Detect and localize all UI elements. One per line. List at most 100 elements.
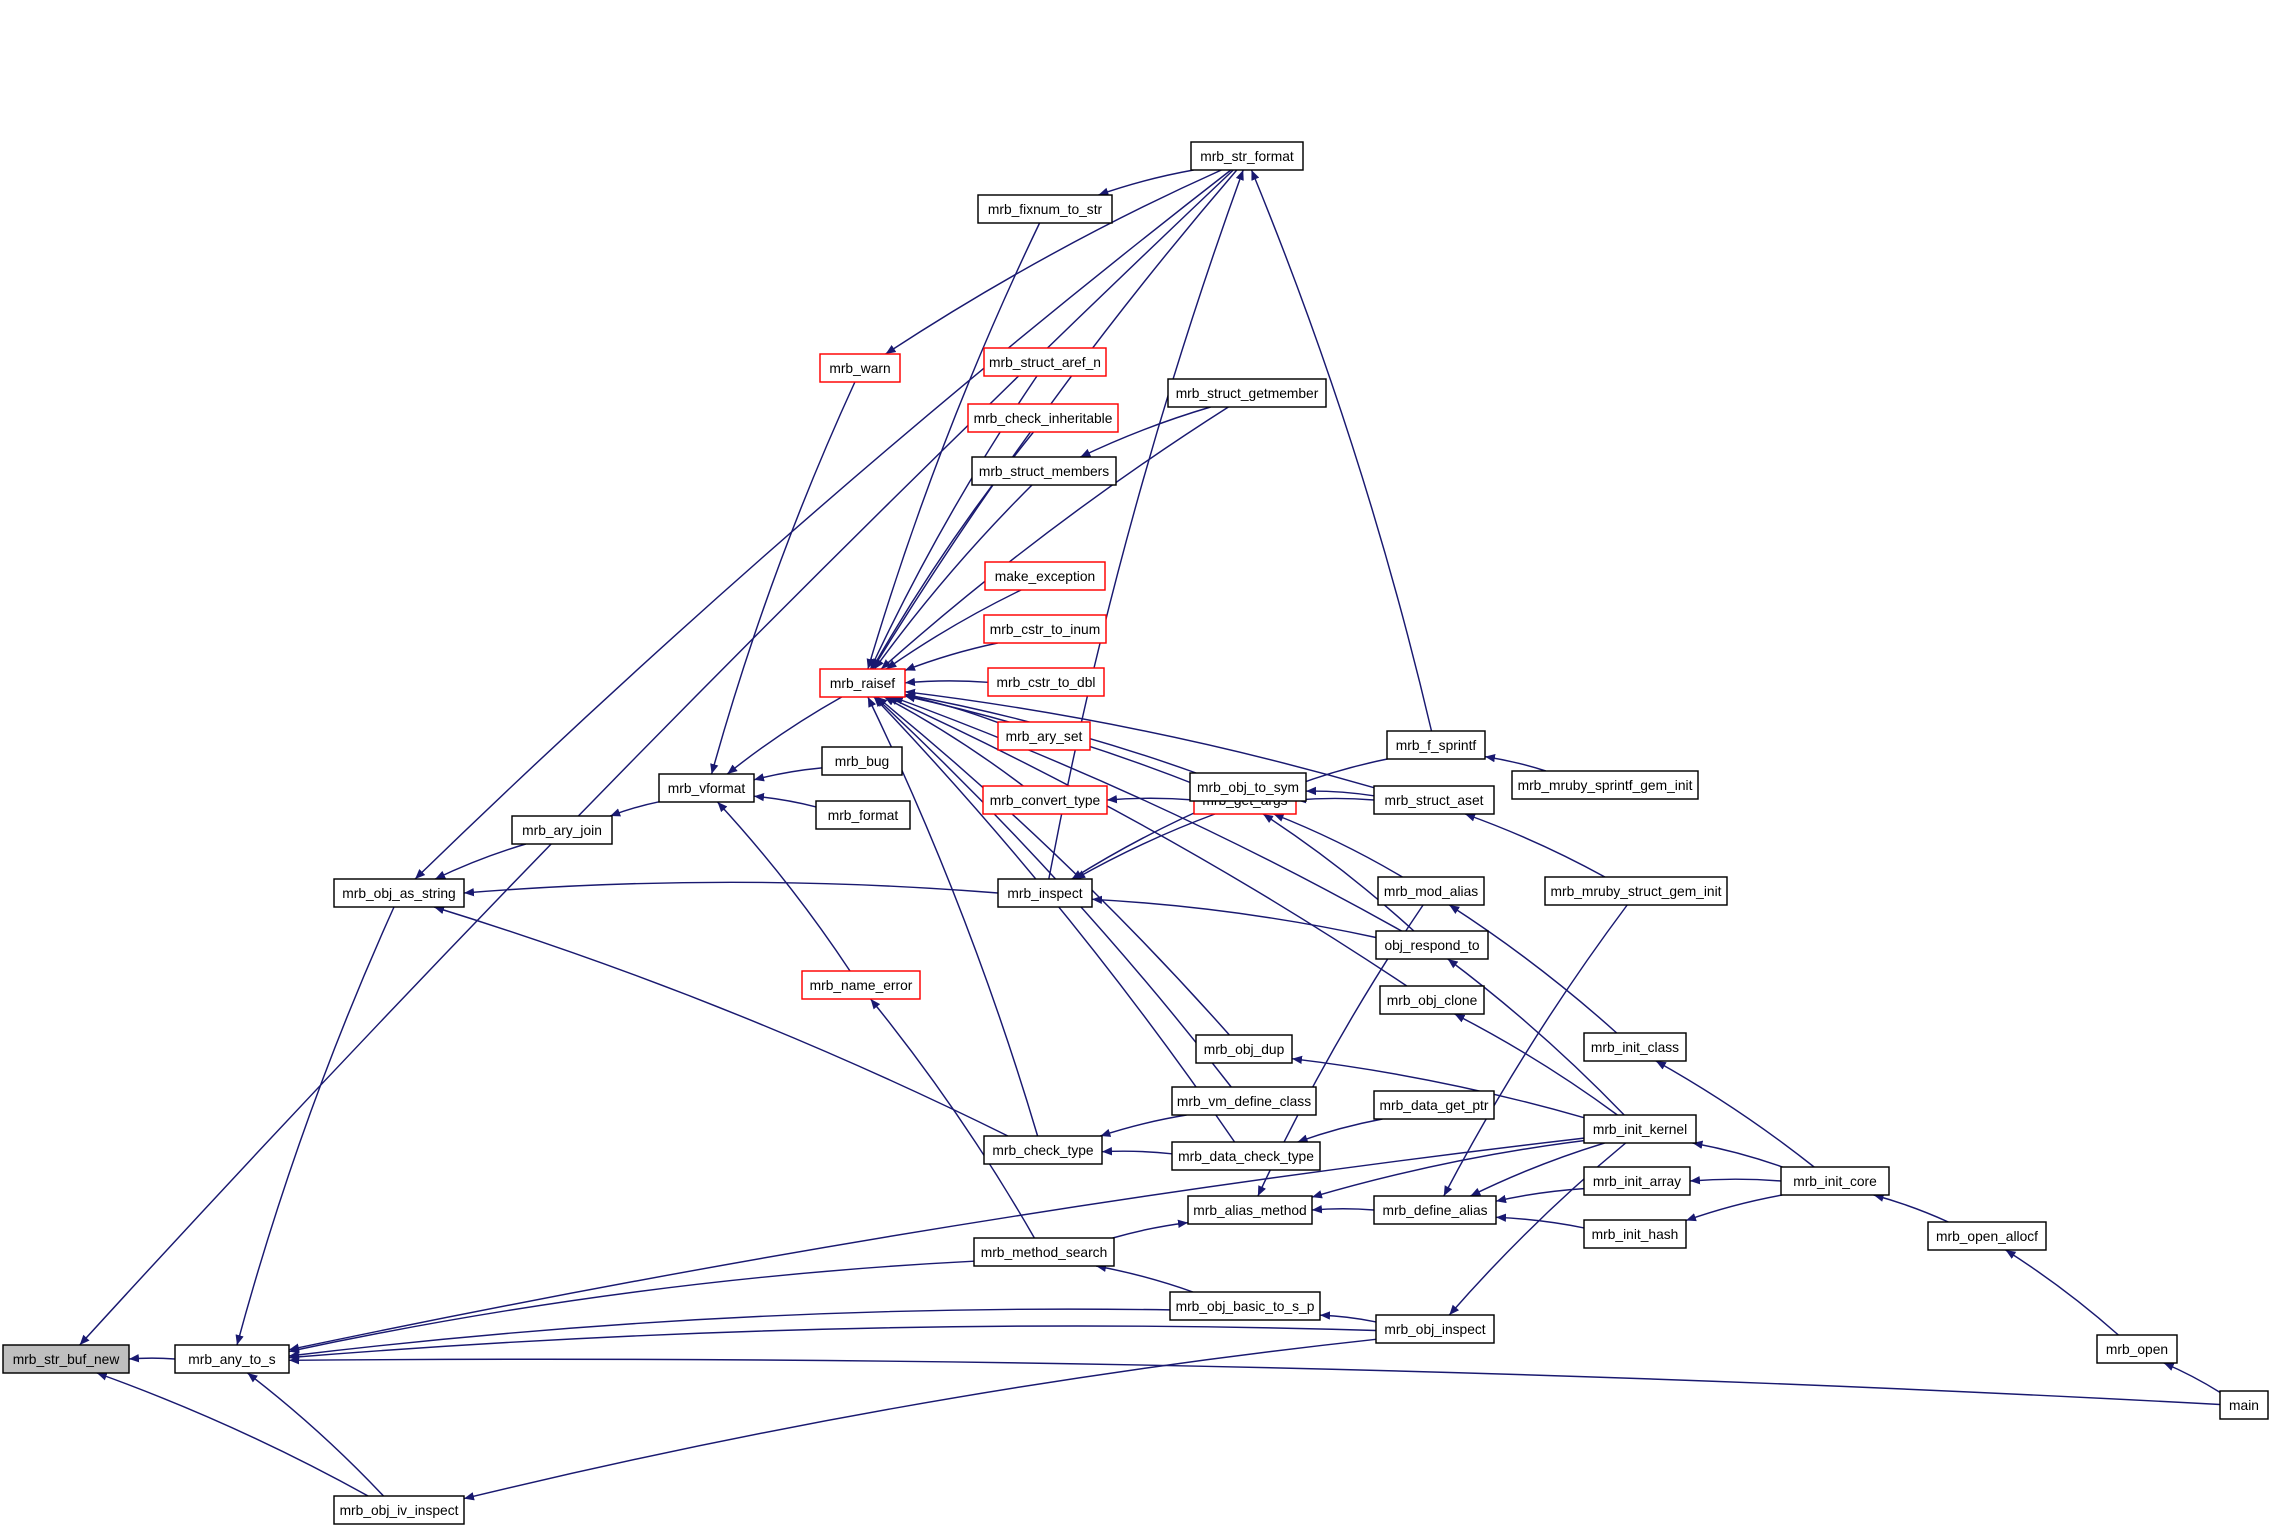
edge-obj_respond_to-to-mrb_raisef bbox=[892, 696, 1402, 932]
edge-mrb_init_core-to-mrb_init_hash bbox=[1685, 1194, 1783, 1222]
node-mrb_struct_aref_n[interactable]: mrb_struct_aref_n bbox=[983, 347, 1107, 377]
edge-mrb_check_type-to-mrb_obj_as_string bbox=[433, 905, 1009, 1137]
node-mrb_cstr_to_inum[interactable]: mrb_cstr_to_inum bbox=[983, 614, 1107, 644]
node-box bbox=[1780, 1166, 1890, 1196]
node-box bbox=[1583, 1219, 1687, 1249]
node-mrb_init_class[interactable]: mrb_init_class bbox=[1583, 1032, 1687, 1062]
node-mrb_data_check_type[interactable]: mrb_data_check_type bbox=[1171, 1141, 1321, 1171]
edge-mrb_cstr_to_inum-to-mrb_raisef bbox=[904, 642, 998, 672]
node-mrb_check_inheritable[interactable]: mrb_check_inheritable bbox=[967, 403, 1119, 433]
node-label: mrb_define_alias bbox=[1382, 1203, 1487, 1218]
node-mrb_struct_members[interactable]: mrb_struct_members bbox=[971, 456, 1117, 486]
node-box bbox=[997, 721, 1091, 751]
node-mrb_open_allocf[interactable]: mrb_open_allocf bbox=[1927, 1221, 2047, 1251]
node-mrb_str_buf_new[interactable]: mrb_str_buf_new bbox=[2, 1344, 130, 1374]
node-box bbox=[2096, 1334, 2178, 1364]
node-mrb_obj_as_string[interactable]: mrb_obj_as_string bbox=[333, 878, 465, 908]
node-mrb_data_get_ptr[interactable]: mrb_data_get_ptr bbox=[1373, 1090, 1495, 1120]
node-label: mrb_mod_alias bbox=[1384, 884, 1478, 899]
node-box bbox=[987, 667, 1105, 697]
node-label: obj_respond_to bbox=[1384, 938, 1479, 953]
node-mrb_mruby_sprintf_gem_init[interactable]: mrb_mruby_sprintf_gem_init bbox=[1511, 770, 1699, 800]
node-label: mrb_bug bbox=[835, 754, 889, 769]
edge-mrb_obj_iv_inspect-to-mrb_any_to_s bbox=[247, 1372, 385, 1497]
node-mrb_ary_join[interactable]: mrb_ary_join bbox=[511, 815, 613, 845]
node-mrb_alias_method[interactable]: mrb_alias_method bbox=[1187, 1195, 1313, 1225]
node-box bbox=[1583, 1032, 1687, 1062]
node-mrb_define_alias[interactable]: mrb_define_alias bbox=[1373, 1195, 1497, 1225]
node-box bbox=[1377, 876, 1485, 906]
node-box bbox=[1171, 1141, 1321, 1171]
edge-mrb_init_kernel-to-mrb_alias_method bbox=[1311, 1139, 1585, 1199]
node-mrb_name_error[interactable]: mrb_name_error bbox=[801, 970, 921, 1000]
node-label: mrb_data_check_type bbox=[1178, 1149, 1314, 1164]
edge-mrb_init_kernel-to-mrb_obj_clone bbox=[1454, 1013, 1618, 1116]
node-mrb_mruby_struct_gem_init[interactable]: mrb_mruby_struct_gem_init bbox=[1544, 876, 1728, 906]
edge-mrb_init_kernel-to-obj_respond_to bbox=[1447, 958, 1625, 1116]
node-mrb_vm_define_class[interactable]: mrb_vm_define_class bbox=[1171, 1086, 1317, 1116]
node-mrb_init_array[interactable]: mrb_init_array bbox=[1583, 1166, 1691, 1196]
node-mrb_obj_dup[interactable]: mrb_obj_dup bbox=[1195, 1034, 1293, 1064]
node-mrb_str_format[interactable]: mrb_str_format bbox=[1190, 141, 1304, 171]
node-mrb_fixnum_to_str[interactable]: mrb_fixnum_to_str bbox=[977, 194, 1113, 224]
edge-mrb_data_check_type-to-mrb_raisef bbox=[873, 696, 1236, 1143]
node-mrb_obj_inspect[interactable]: mrb_obj_inspect bbox=[1375, 1314, 1495, 1344]
edge-mrb_format-to-mrb_vformat bbox=[753, 792, 817, 808]
node-mrb_struct_getmember[interactable]: mrb_struct_getmember bbox=[1167, 378, 1327, 408]
node-box bbox=[2, 1344, 130, 1374]
edge-mrb_get_args-to-mrb_convert_type bbox=[1106, 795, 1195, 804]
node-mrb_bug[interactable]: mrb_bug bbox=[821, 746, 903, 776]
node-box bbox=[1167, 378, 1327, 408]
edge-mrb_init_core-to-mrb_init_array bbox=[1689, 1176, 1782, 1185]
node-mrb_cstr_to_dbl[interactable]: mrb_cstr_to_dbl bbox=[987, 667, 1105, 697]
edge-mrb_any_to_s-to-mrb_str_buf_new bbox=[128, 1354, 176, 1363]
node-mrb_obj_iv_inspect[interactable]: mrb_obj_iv_inspect bbox=[333, 1495, 465, 1525]
edge-mrb_obj_inspect-to-mrb_any_to_s bbox=[288, 1325, 1377, 1361]
edge-mrb_mruby_struct_gem_init-to-mrb_struct_aset bbox=[1464, 813, 1606, 878]
node-box bbox=[333, 1495, 465, 1525]
edge-mrb_data_get_ptr-to-mrb_data_check_type bbox=[1297, 1118, 1383, 1143]
node-label: mrb_format bbox=[828, 808, 899, 823]
node-mrb_obj_basic_to_s_p[interactable]: mrb_obj_basic_to_s_p bbox=[1169, 1291, 1321, 1321]
edge-mrb_f_sprintf-to-mrb_get_args bbox=[1293, 758, 1388, 787]
edge-mrb_struct_getmember-to-mrb_raisef bbox=[880, 406, 1229, 670]
edge-mrb_method_search-to-mrb_any_to_s bbox=[288, 1260, 975, 1354]
node-label: mrb_any_to_s bbox=[188, 1352, 276, 1367]
node-mrb_inspect[interactable]: mrb_inspect bbox=[997, 878, 1093, 908]
node-make_exception[interactable]: make_exception bbox=[984, 561, 1106, 591]
node-box bbox=[983, 1135, 1103, 1165]
node-mrb_vformat[interactable]: mrb_vformat bbox=[658, 773, 755, 803]
node-mrb_obj_clone[interactable]: mrb_obj_clone bbox=[1379, 985, 1485, 1015]
node-label: mrb_obj_to_sym bbox=[1197, 780, 1299, 795]
node-box bbox=[1190, 141, 1304, 171]
node-mrb_mod_alias[interactable]: mrb_mod_alias bbox=[1377, 876, 1485, 906]
node-label: mrb_cstr_to_dbl bbox=[997, 675, 1096, 690]
edge-mrb_obj_clone-to-mrb_raisef bbox=[887, 696, 1408, 987]
node-mrb_open[interactable]: mrb_open bbox=[2096, 1334, 2178, 1364]
node-box bbox=[977, 194, 1113, 224]
node-mrb_convert_type[interactable]: mrb_convert_type bbox=[982, 785, 1108, 815]
node-mrb_raisef[interactable]: mrb_raisef bbox=[819, 668, 906, 698]
node-mrb_init_kernel[interactable]: mrb_init_kernel bbox=[1583, 1114, 1697, 1144]
edge-make_exception-to-mrb_raisef bbox=[885, 589, 1022, 670]
node-mrb_warn[interactable]: mrb_warn bbox=[819, 353, 901, 383]
node-label: mrb_obj_as_string bbox=[342, 886, 456, 901]
node-obj_respond_to[interactable]: obj_respond_to bbox=[1375, 930, 1489, 960]
node-mrb_obj_to_sym[interactable]: mrb_obj_to_sym bbox=[1189, 772, 1307, 802]
node-box bbox=[1511, 770, 1699, 800]
node-mrb_format[interactable]: mrb_format bbox=[815, 800, 911, 830]
node-mrb_check_type[interactable]: mrb_check_type bbox=[983, 1135, 1103, 1165]
node-mrb_struct_aset[interactable]: mrb_struct_aset bbox=[1373, 785, 1495, 815]
edge-main-to-mrb_open bbox=[2163, 1362, 2221, 1394]
edge-mrb_obj_dup-to-mrb_raisef bbox=[876, 696, 1230, 1036]
node-main[interactable]: main bbox=[2219, 1390, 2269, 1420]
node-mrb_method_search[interactable]: mrb_method_search bbox=[973, 1237, 1115, 1267]
node-mrb_f_sprintf[interactable]: mrb_f_sprintf bbox=[1386, 730, 1486, 760]
node-mrb_init_core[interactable]: mrb_init_core bbox=[1780, 1166, 1890, 1196]
node-box bbox=[821, 746, 903, 776]
node-mrb_any_to_s[interactable]: mrb_any_to_s bbox=[174, 1344, 290, 1374]
node-mrb_ary_set[interactable]: mrb_ary_set bbox=[997, 721, 1091, 751]
edge-mrb_struct_aset-to-mrb_get_args bbox=[1295, 795, 1375, 804]
node-mrb_init_hash[interactable]: mrb_init_hash bbox=[1583, 1219, 1687, 1249]
